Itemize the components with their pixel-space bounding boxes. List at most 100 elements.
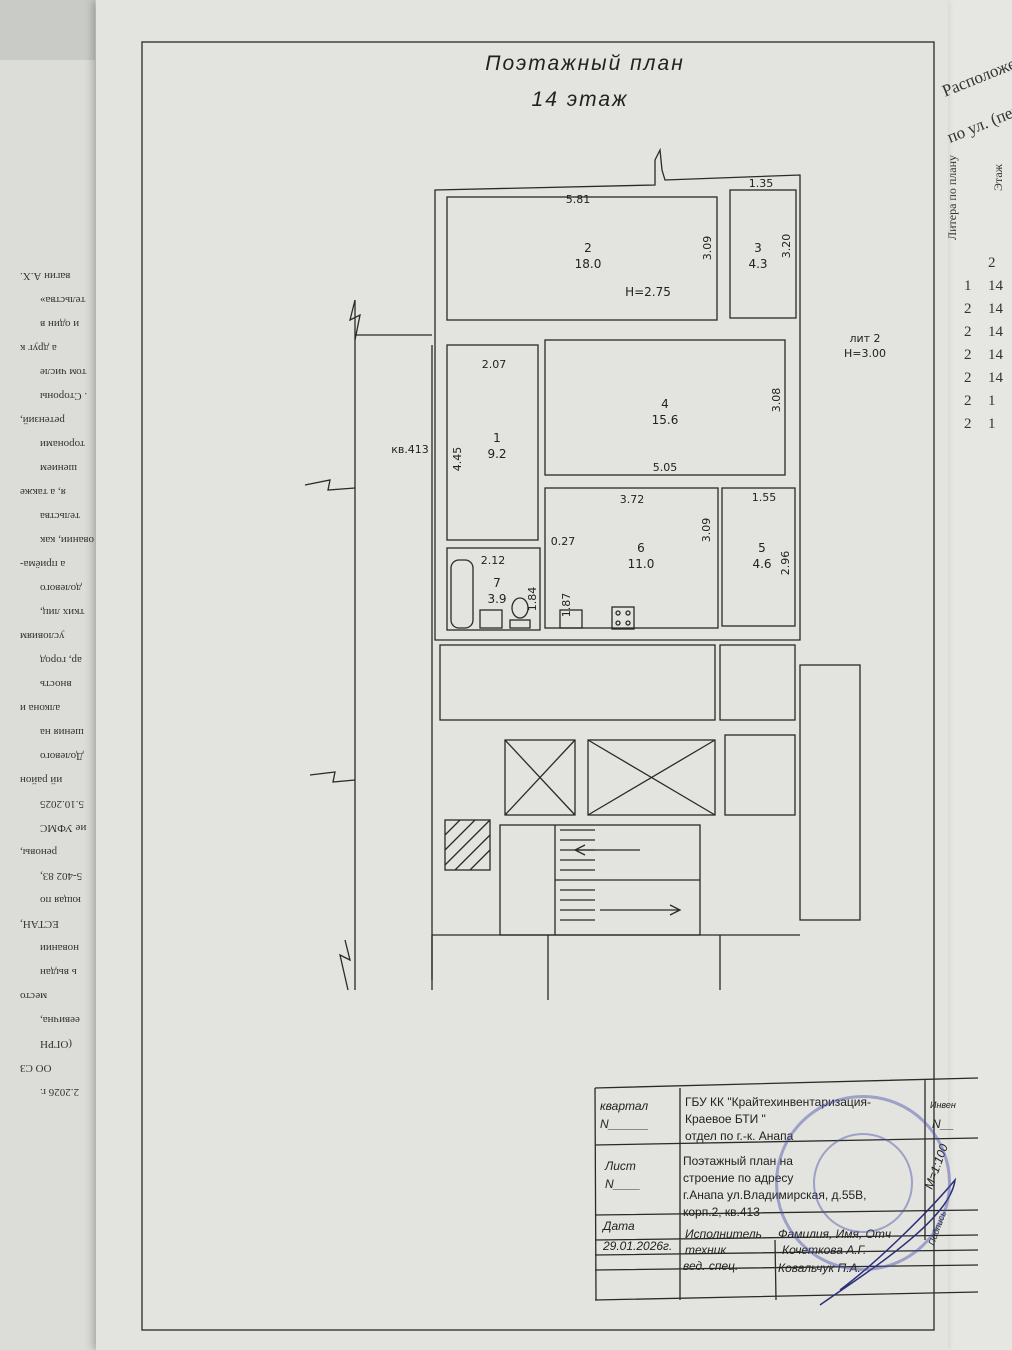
tb-role2: вед. спец.: [683, 1259, 738, 1273]
room-1-area: 9.2: [487, 447, 506, 461]
signature: [819, 1177, 957, 1306]
stove-burner-icon: [625, 620, 631, 626]
toilet-tank-icon: [509, 619, 531, 629]
dimension-label: 5.81: [566, 193, 591, 206]
sink-icon: [479, 609, 503, 629]
room-1-outline: [446, 344, 539, 541]
room-7-area: 3.9: [487, 592, 506, 606]
room-2-outline: [446, 196, 718, 321]
apartment-outer-wall: [434, 147, 801, 641]
bathtub-icon: [450, 559, 474, 629]
lift-cross: [504, 739, 576, 816]
right-page-cell: 2: [964, 347, 972, 363]
break-line: [304, 479, 356, 491]
right-page-cell: 2: [964, 370, 972, 386]
room-4-area: 15.6: [652, 413, 679, 427]
tb-kvartal-label: квартал: [600, 1099, 648, 1113]
room-3-outline: [729, 189, 797, 319]
corridor-walls: [354, 300, 433, 990]
tb-org: отдел по г.-к. Анапа: [685, 1129, 794, 1143]
room-4-number: 4: [661, 397, 669, 411]
right-page-cell: 2: [964, 416, 972, 432]
stair-steps: [560, 829, 595, 921]
right-page-cell: 14: [988, 278, 1003, 294]
right-page-cell: 1: [988, 416, 996, 432]
common-room-outline: [719, 644, 796, 721]
right-page-cell: 2: [964, 301, 972, 317]
right-page-cell: 14: [988, 347, 1003, 363]
lift-cross: [587, 739, 716, 816]
drawing-frame: [141, 41, 935, 1331]
tb-inv-label: Инвен: [930, 1100, 956, 1110]
right-page-cell: 2: [964, 393, 972, 409]
stair-arrows: [573, 844, 682, 916]
dimension-label: 3.72: [620, 493, 645, 506]
dimension-label: 1.35: [749, 177, 774, 190]
utility-room-outline: [724, 734, 796, 816]
dimension-label: 1.84: [526, 587, 539, 612]
stove-burner-icon: [615, 620, 621, 626]
stove-burner-icon: [625, 610, 631, 616]
room-5-outline: [721, 487, 796, 627]
dimension-label: 1.55: [752, 491, 777, 504]
right-page-cell: 2: [964, 324, 972, 340]
floor-plan-sheet: [96, 0, 948, 1350]
break-line: [339, 939, 351, 991]
building-walls: [431, 934, 800, 1000]
stove-icon: [611, 606, 635, 630]
room-5-number: 5: [758, 541, 766, 555]
hatched-shaft: [444, 819, 491, 871]
lift-shaft-1: [504, 739, 576, 816]
tb-doc: г.Анапа ул.Владимирская, д.55В,: [683, 1188, 867, 1202]
right-page-cell: 14: [988, 370, 1003, 386]
room-4-outline: [544, 339, 786, 476]
dimension-label: 4.45: [451, 447, 464, 472]
apartment-label: кв.413: [391, 443, 429, 456]
tb-list-n: N____: [605, 1177, 640, 1191]
room-3-area: 4.3: [748, 257, 767, 271]
tb-sign-label: Подпись: [926, 1209, 948, 1246]
hatching: [444, 819, 491, 871]
tb-doc: корп.2, кв.413: [683, 1205, 760, 1219]
room-6-number: 6: [637, 541, 645, 555]
room-2-area: 18.0: [575, 257, 602, 271]
room-6-area: 11.0: [628, 557, 655, 571]
tb-date-label: Дата: [601, 1219, 635, 1233]
tb-list-label: Лист: [604, 1159, 636, 1173]
background-strip: [0, 0, 95, 60]
tb-doc: строение по адресу: [683, 1171, 793, 1185]
room-3-number: 3: [754, 241, 762, 255]
dimension-label: 3.09: [700, 518, 713, 543]
tb-org: ГБУ КК "Крайтехинвентаризация-: [685, 1095, 871, 1109]
tb-date: 29.01.2026г.: [602, 1239, 672, 1253]
break-line: [309, 771, 356, 783]
dimension-label: 0.27: [551, 535, 576, 548]
dimension-label: 5.05: [653, 461, 678, 474]
tb-inv-n: N__: [932, 1117, 954, 1131]
toilet-icon: [511, 597, 529, 619]
stove-burner-icon: [615, 610, 621, 616]
dimension-label: 2.12: [481, 554, 506, 567]
tb-kvartal-n: N______: [600, 1117, 649, 1131]
room-1-number: 1: [493, 431, 501, 445]
dimension-label: 2.07: [482, 358, 507, 371]
break-line: [349, 299, 361, 341]
room-5-area: 4.6: [752, 557, 771, 571]
right-page-cell: 1: [964, 278, 972, 294]
dimension-label: 2.96: [779, 551, 792, 576]
tb-doc: Поэтажный план на: [683, 1154, 793, 1168]
common-room-outline: [439, 644, 716, 721]
dimension-label: 3.09: [701, 236, 714, 261]
room-2-height: H=2.75: [625, 285, 671, 299]
room-2-number: 2: [584, 241, 592, 255]
tb-name-header: Фамилия, Имя, Отч: [778, 1227, 891, 1241]
balcony-common-outline: [799, 664, 861, 921]
dimension-label: 3.20: [780, 234, 793, 259]
height-total: H=3.00: [844, 347, 886, 360]
staircase-walls: [554, 825, 700, 935]
dimension-label: 3.08: [770, 388, 783, 413]
tb-scale: М=1:100: [922, 1142, 951, 1191]
tb-person2: Ковальчук П.А.: [778, 1261, 861, 1275]
right-page-cell: 14: [988, 324, 1003, 340]
